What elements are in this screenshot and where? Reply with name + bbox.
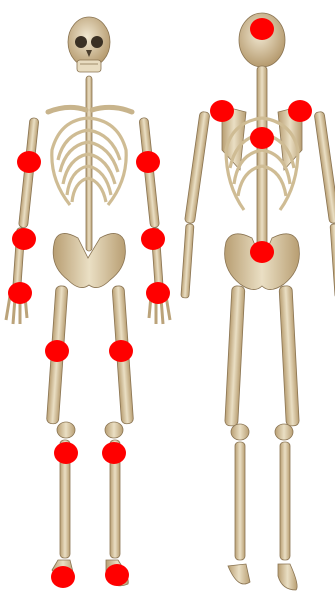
marker-back-right-shoulder xyxy=(288,100,312,122)
marker-front-left-elbow xyxy=(12,228,36,250)
front-legs xyxy=(46,286,133,586)
marker-front-right-knee xyxy=(102,442,126,464)
back-skeleton xyxy=(181,13,335,590)
marker-back-head xyxy=(250,18,274,40)
marker-front-left-wrist xyxy=(8,282,32,304)
marker-back-lower-spine xyxy=(250,241,274,263)
marker-front-right-shoulder xyxy=(136,151,160,173)
marker-back-left-shoulder xyxy=(210,100,234,122)
marker-front-right-wrist xyxy=(146,282,170,304)
marker-back-upper-spine xyxy=(250,127,274,149)
front-skull xyxy=(68,17,110,72)
marker-front-right-elbow xyxy=(141,228,165,250)
marker-front-right-ankle xyxy=(105,564,129,586)
back-spine xyxy=(257,66,267,256)
marker-front-right-hip xyxy=(109,340,133,362)
front-spine xyxy=(86,76,92,251)
marker-front-left-knee xyxy=(54,442,78,464)
marker-front-left-ankle xyxy=(51,566,75,588)
marker-front-left-shoulder xyxy=(17,151,41,173)
back-legs xyxy=(225,286,300,590)
marker-front-left-hip xyxy=(45,340,69,362)
front-skeleton xyxy=(6,17,170,586)
